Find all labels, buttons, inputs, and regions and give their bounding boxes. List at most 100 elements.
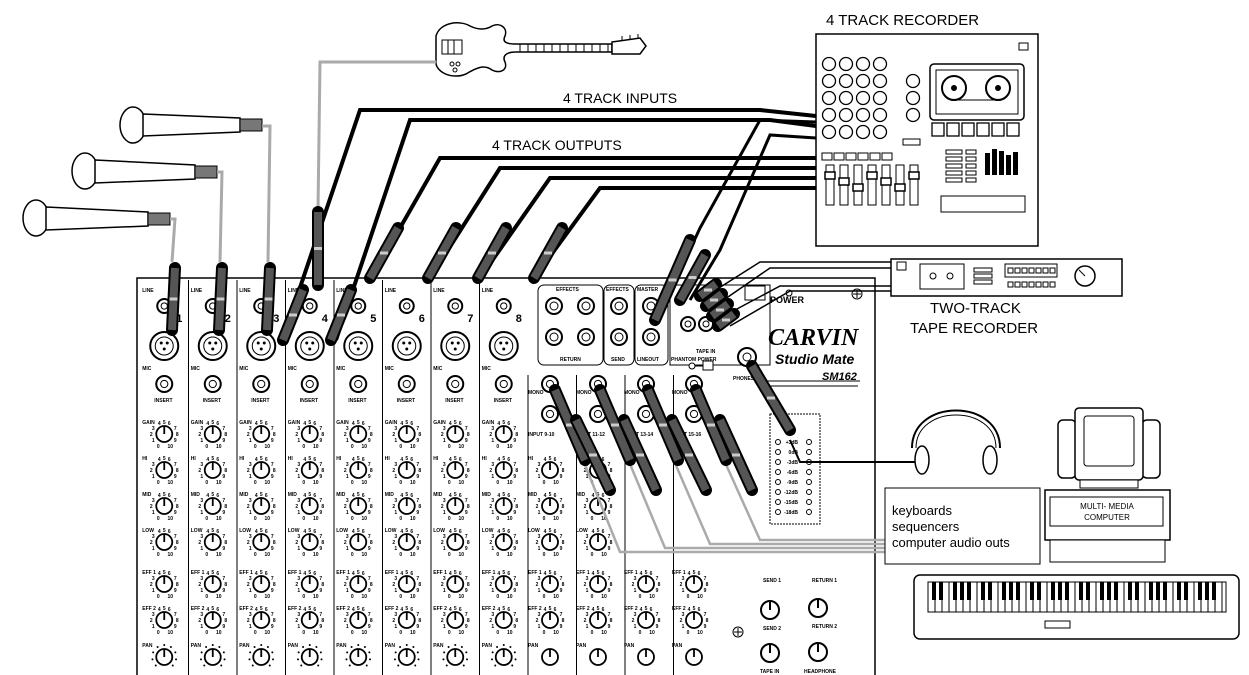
black-key[interactable] <box>1037 582 1041 600</box>
hi-eq-knob[interactable] <box>399 462 415 478</box>
master-jack-r[interactable] <box>643 329 659 345</box>
xlr-mic-input[interactable] <box>441 332 469 360</box>
effects-send-jack-2[interactable] <box>611 329 627 345</box>
effects-return-jack-4[interactable] <box>578 329 594 345</box>
black-key[interactable] <box>1002 582 1006 600</box>
black-key[interactable] <box>1135 582 1139 600</box>
low-eq-knob[interactable] <box>447 534 463 550</box>
transport-button[interactable] <box>992 123 1004 136</box>
recorder-small-button[interactable] <box>834 153 844 160</box>
xlr-mic-input[interactable] <box>247 332 275 360</box>
two-track-knob[interactable] <box>1075 266 1095 286</box>
pan-knob[interactable] <box>590 649 606 665</box>
eff2-knob[interactable] <box>686 612 702 628</box>
black-key[interactable] <box>967 582 971 600</box>
gain-knob[interactable] <box>156 426 172 442</box>
low-eq-knob[interactable] <box>156 534 172 550</box>
low-eq-knob[interactable] <box>590 534 606 550</box>
eff1-knob[interactable] <box>686 576 702 592</box>
recorder-button[interactable] <box>907 75 920 88</box>
recorder-button[interactable] <box>840 75 853 88</box>
hi-eq-knob[interactable] <box>253 462 269 478</box>
low-eq-knob[interactable] <box>302 534 318 550</box>
pan-knob[interactable] <box>447 649 463 665</box>
mid-eq-knob[interactable] <box>447 498 463 514</box>
insert-jack[interactable] <box>253 376 269 392</box>
xlr-mic-input[interactable] <box>344 332 372 360</box>
eff2-knob[interactable] <box>302 612 318 628</box>
black-key[interactable] <box>1051 582 1055 600</box>
black-key[interactable] <box>1128 582 1132 600</box>
gain-knob[interactable] <box>205 426 221 442</box>
black-key[interactable] <box>960 582 964 600</box>
hi-eq-knob[interactable] <box>302 462 318 478</box>
send1-knob[interactable] <box>761 601 779 619</box>
line-input-jack[interactable] <box>448 299 462 313</box>
recorder-fader[interactable] <box>867 172 877 179</box>
low-eq-knob[interactable] <box>253 534 269 550</box>
pan-knob[interactable] <box>399 649 415 665</box>
hi-eq-knob[interactable] <box>350 462 366 478</box>
pan-knob[interactable] <box>302 649 318 665</box>
eff2-knob[interactable] <box>447 612 463 628</box>
black-key[interactable] <box>1149 582 1153 600</box>
insert-jack[interactable] <box>447 376 463 392</box>
recorder-button[interactable] <box>907 109 920 122</box>
stereo-input-jack-r[interactable] <box>542 406 558 422</box>
recorder-button[interactable] <box>857 92 870 105</box>
hi-eq-knob[interactable] <box>447 462 463 478</box>
tape-in-jack-1[interactable] <box>681 317 695 331</box>
transport-button[interactable] <box>1007 123 1019 136</box>
eff1-knob[interactable] <box>447 576 463 592</box>
xlr-mic-input[interactable] <box>490 332 518 360</box>
mid-eq-knob[interactable] <box>496 498 512 514</box>
mid-eq-knob[interactable] <box>253 498 269 514</box>
xlr-mic-input[interactable] <box>150 332 178 360</box>
recorder-fader[interactable] <box>909 172 919 179</box>
eff2-knob[interactable] <box>590 612 606 628</box>
effects-send-jack-1[interactable] <box>611 298 627 314</box>
black-key[interactable] <box>1184 582 1188 600</box>
mid-eq-knob[interactable] <box>302 498 318 514</box>
black-key[interactable] <box>939 582 943 600</box>
gain-knob[interactable] <box>399 426 415 442</box>
black-key[interactable] <box>1212 582 1216 600</box>
black-key[interactable] <box>1177 582 1181 600</box>
pan-knob[interactable] <box>686 649 702 665</box>
eff1-knob[interactable] <box>542 576 558 592</box>
xlr-mic-input[interactable] <box>393 332 421 360</box>
eff1-knob[interactable] <box>590 576 606 592</box>
black-key[interactable] <box>1163 582 1167 600</box>
recorder-button[interactable] <box>840 109 853 122</box>
recorder-button[interactable] <box>840 58 853 71</box>
pan-knob[interactable] <box>542 649 558 665</box>
tape-in-knob[interactable] <box>761 644 779 662</box>
mid-eq-knob[interactable] <box>399 498 415 514</box>
black-key[interactable] <box>1009 582 1013 600</box>
low-eq-knob[interactable] <box>496 534 512 550</box>
eff2-knob[interactable] <box>542 612 558 628</box>
transport-button[interactable] <box>977 123 989 136</box>
pan-knob[interactable] <box>205 649 221 665</box>
recorder-small-button[interactable] <box>846 153 856 160</box>
eff1-knob[interactable] <box>638 576 654 592</box>
eff2-knob[interactable] <box>496 612 512 628</box>
eff1-knob[interactable] <box>253 576 269 592</box>
eff2-knob[interactable] <box>638 612 654 628</box>
insert-jack[interactable] <box>205 376 221 392</box>
black-key[interactable] <box>953 582 957 600</box>
eff1-knob[interactable] <box>496 576 512 592</box>
black-key[interactable] <box>1205 582 1209 600</box>
recorder-button[interactable] <box>840 126 853 139</box>
recorder-button[interactable] <box>823 92 836 105</box>
insert-jack[interactable] <box>156 376 172 392</box>
eff1-knob[interactable] <box>350 576 366 592</box>
black-key[interactable] <box>932 582 936 600</box>
xlr-mic-input[interactable] <box>296 332 324 360</box>
recorder-small-button[interactable] <box>822 153 832 160</box>
black-key[interactable] <box>1100 582 1104 600</box>
black-key[interactable] <box>988 582 992 600</box>
recorder-button[interactable] <box>857 58 870 71</box>
recorder-button[interactable] <box>874 109 887 122</box>
recorder-button[interactable] <box>823 75 836 88</box>
